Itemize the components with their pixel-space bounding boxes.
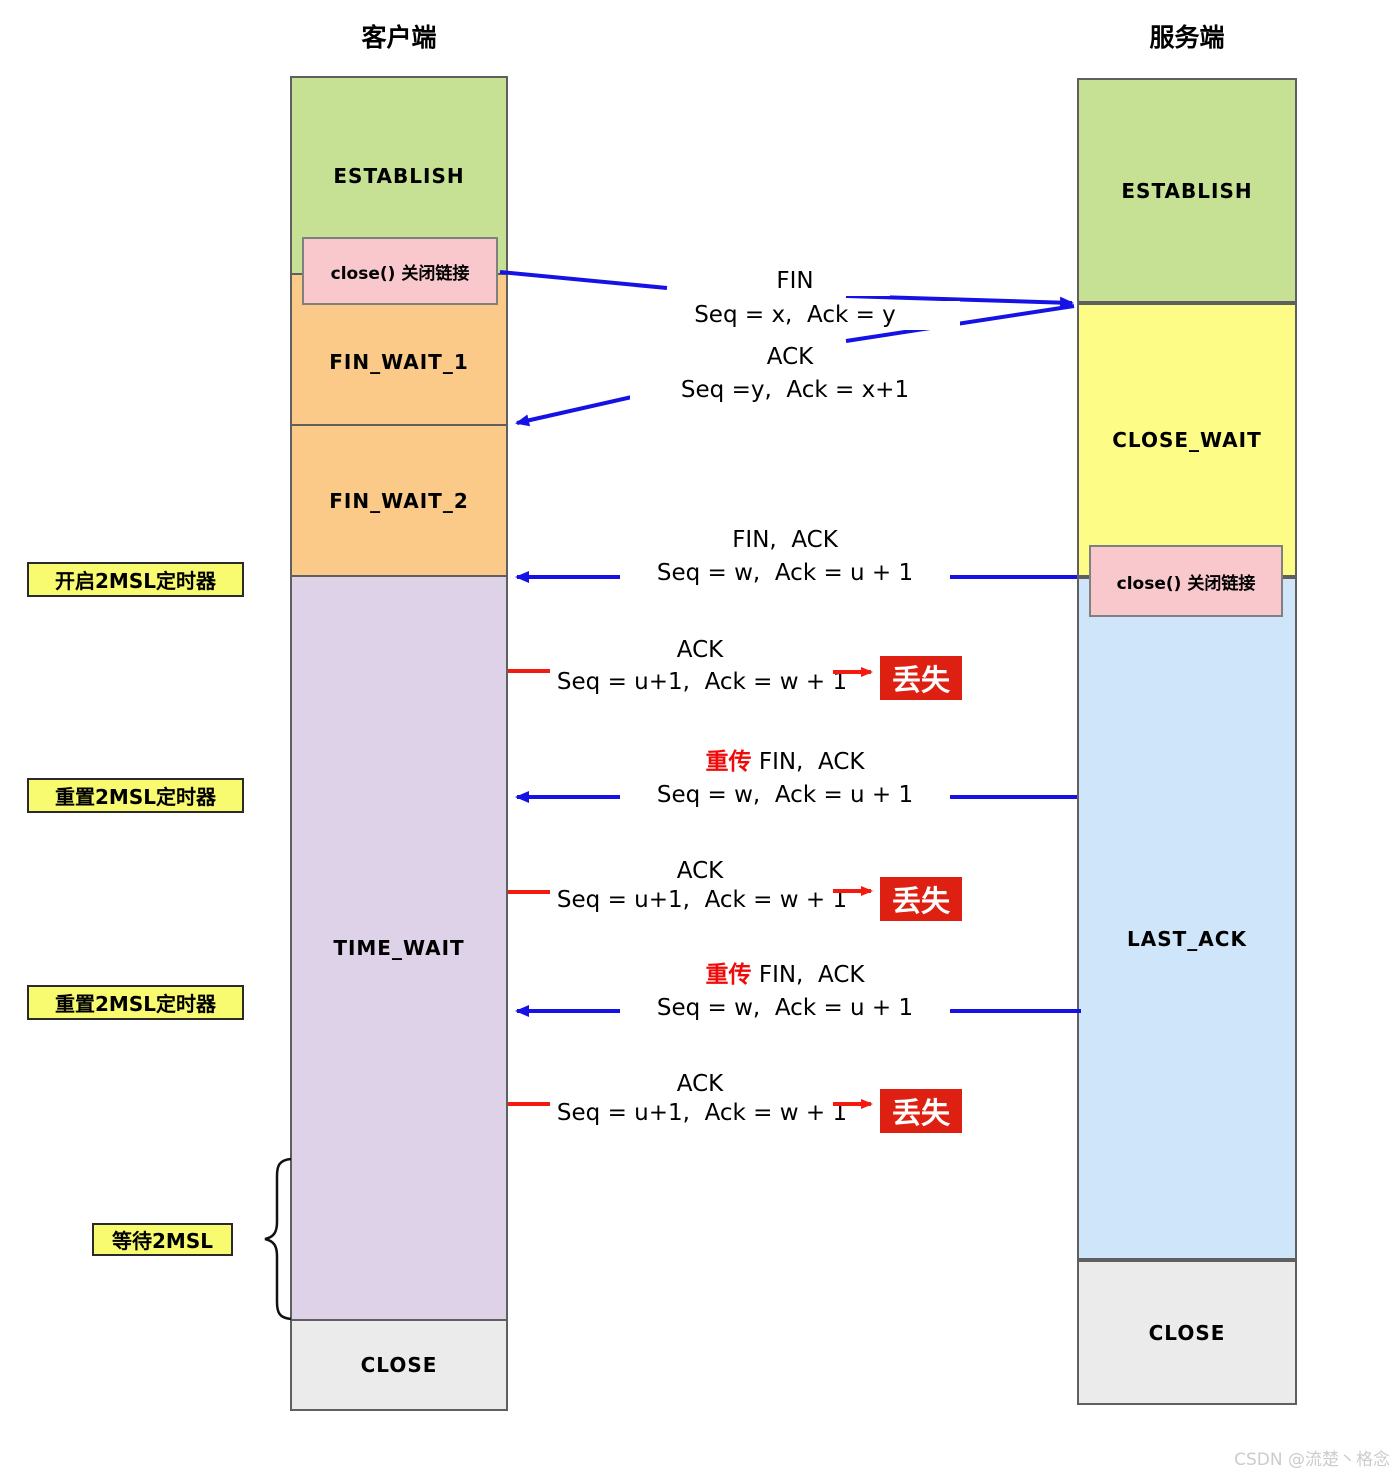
msg-ack-lost-1-detail: Seq = u+1, Ack = w + 1	[552, 668, 852, 697]
server-state-close-wait-label: CLOSE_WAIT	[1112, 428, 1262, 452]
server-state-close-label: CLOSE	[1148, 1320, 1226, 1345]
client-state-establish-label: ESTABLISH	[333, 163, 465, 188]
msg-ack-title: ACK	[700, 343, 880, 372]
client-close-note: close() 关闭链接	[302, 237, 498, 305]
client-close-note-label: close() 关闭链接	[330, 263, 470, 284]
lost-badge-1: 丢失	[880, 656, 962, 700]
msg-retrans-2-title: 重传 FIN, ACK	[640, 961, 930, 990]
client-state-close: CLOSE	[290, 1319, 508, 1411]
msg-retrans-2-detail: Seq = w, Ack = u + 1	[620, 994, 950, 1023]
msg-fin-detail: Seq = x, Ack = y	[630, 301, 960, 330]
watermark: CSDN @流楚丶格念	[1234, 1450, 1390, 1470]
client-state-close-label: CLOSE	[360, 1353, 438, 1377]
client-state-time-wait-label: TIME_WAIT	[333, 936, 465, 960]
msg-ack-lost-2-detail: Seq = u+1, Ack = w + 1	[552, 886, 852, 915]
fin-arrow-segment	[499, 270, 668, 290]
msg-retrans-1-title: 重传 FIN, ACK	[640, 748, 930, 777]
timer-reset-2msl-2: 重置2MSL定时器	[27, 985, 244, 1020]
timer-reset-2msl-1-label: 重置2MSL定时器	[55, 785, 216, 809]
lost-badge-3-label: 丢失	[891, 1096, 950, 1130]
msg-retrans-1-prefix: 重传	[705, 749, 752, 775]
timer-wait-2msl-label: 等待2MSL	[112, 1229, 213, 1253]
server-state-close-wait: CLOSE_WAIT	[1077, 303, 1297, 577]
client-state-fin-wait-2-label: FIN_WAIT_2	[329, 488, 469, 513]
server-state-establish-label: ESTABLISH	[1121, 178, 1253, 203]
client-state-fin-wait-1-label: FIN_WAIT_1	[329, 350, 469, 374]
msg-retrans-1-rest: FIN, ACK	[751, 749, 865, 775]
msg-fin-ack-title: FIN, ACK	[660, 526, 910, 555]
timer-wait-2msl: 等待2MSL	[92, 1223, 233, 1256]
timer-reset-2msl-2-label: 重置2MSL定时器	[55, 992, 216, 1016]
lost-badge-3: 丢失	[880, 1089, 962, 1133]
timer-start-2msl-label: 开启2MSL定时器	[55, 569, 216, 593]
wait-2msl-brace	[264, 1157, 292, 1321]
lost-badge-1-label: 丢失	[891, 663, 950, 697]
msg-ack-lost-1-title: ACK	[610, 636, 790, 665]
server-close-note: close() 关闭链接	[1089, 545, 1283, 617]
client-state-time-wait: TIME_WAIT	[290, 575, 508, 1321]
msg-ack-detail: Seq =y, Ack = x+1	[630, 376, 960, 405]
msg-ack-lost-3-title: ACK	[610, 1070, 790, 1099]
server-state-last-ack: LAST_ACK	[1077, 577, 1297, 1260]
msg-fin-title: FIN	[700, 267, 890, 296]
ack-arrow-segment	[845, 304, 1075, 343]
msg-ack-lost-2-title: ACK	[610, 857, 790, 886]
timer-start-2msl: 开启2MSL定时器	[27, 562, 244, 597]
lost-badge-2: 丢失	[880, 877, 962, 921]
server-state-close: CLOSE	[1077, 1260, 1297, 1405]
server-state-establish: ESTABLISH	[1077, 78, 1297, 303]
timer-reset-2msl-1: 重置2MSL定时器	[27, 778, 244, 813]
server-close-note-label: close() 关闭链接	[1116, 573, 1256, 594]
msg-ack-lost-3-detail: Seq = u+1, Ack = w + 1	[552, 1099, 852, 1128]
msg-retrans-1-detail: Seq = w, Ack = u + 1	[620, 781, 950, 810]
lost-badge-2-label: 丢失	[891, 884, 950, 918]
fin-arrow	[845, 294, 1074, 309]
server-column-title: 服务端	[1149, 23, 1225, 52]
msg-fin-ack-detail: Seq = w, Ack = u + 1	[620, 559, 950, 588]
msg-retrans-2-rest: FIN, ACK	[751, 962, 865, 988]
msg-retrans-2-prefix: 重传	[705, 962, 752, 988]
client-column-title: 客户端	[361, 23, 437, 52]
server-state-last-ack-label: LAST_ACK	[1127, 927, 1247, 951]
